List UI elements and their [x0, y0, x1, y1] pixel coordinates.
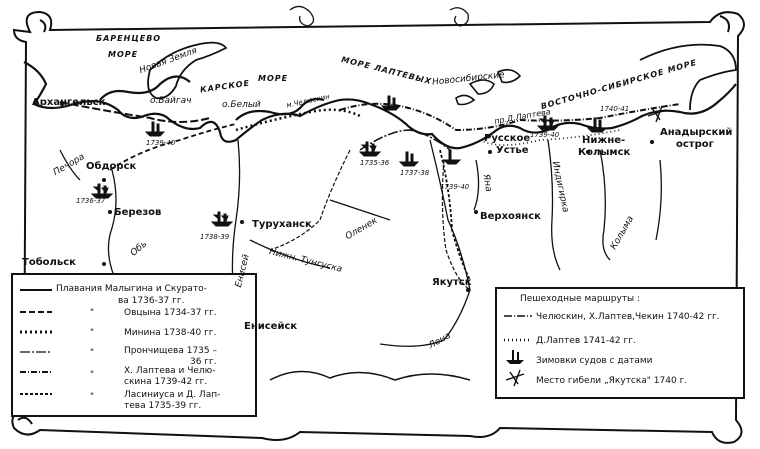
- sea-kara-2: МОРЕ: [258, 74, 289, 83]
- legend-right-title: Пешеходные маршруты :: [520, 294, 641, 304]
- route-pronchishchev: [359, 129, 451, 151]
- legend-left-item-4b: 36 гг.: [190, 357, 217, 367]
- legend-left-item-5b: скина 1739-42 гг.: [124, 377, 208, 387]
- label-nizhne-kolymsk-2: Колымск: [578, 147, 631, 158]
- legend-left-item-6a: Ласиниуса и Д. Лап-: [124, 390, 221, 400]
- label-turukhansk: Туруханск: [252, 219, 312, 230]
- legend-left-item-3: Минина 1738-40 гг.: [124, 328, 217, 338]
- label-yakutsk: Якутск: [432, 277, 472, 288]
- route-lasinius: [439, 149, 471, 281]
- sea-barents-1: БАРЕНЦЕВО: [96, 34, 162, 43]
- novaya-zemlya-shape: [147, 41, 228, 100]
- ship-icon: [358, 141, 382, 157]
- label-tobolsk: Тобольск: [22, 257, 76, 268]
- legend-left-quote: ": [90, 308, 95, 318]
- legend-left-quote: ": [90, 370, 95, 380]
- wintering-date: 1739-40: [530, 131, 560, 139]
- legend-left-box: [11, 273, 257, 417]
- legend-right-item-4: Место гибели „Якутска" 1740 г.: [536, 376, 688, 386]
- ship-icons: [90, 95, 608, 227]
- route-malygin: [59, 101, 211, 123]
- label-eniseysk: Енисейск: [244, 321, 298, 332]
- label-russkoe-ustye-2: Устье: [496, 145, 529, 156]
- label-bely: о.Белый: [222, 100, 261, 110]
- label-anadyrsky-1: Анадырский: [660, 127, 733, 138]
- legend-left-item-1b: ва 1736-37 гг.: [118, 296, 185, 306]
- river-olenek: [329, 199, 391, 221]
- sea-barents-2: МОРЕ: [108, 50, 139, 59]
- wintering-date: 1740-41: [600, 105, 630, 113]
- label-russkoe-ustye-1: Русское: [484, 133, 531, 144]
- river-ob: [107, 169, 117, 277]
- ship-icon: [144, 121, 166, 137]
- wintering-date: 1735-36: [360, 159, 390, 167]
- coastline: [23, 61, 737, 150]
- legend-left-item-6b: тева 1735-39 гг.: [124, 401, 202, 411]
- legend-wreck-icon: [505, 369, 525, 387]
- wintering-date: 1736-37: [76, 197, 106, 205]
- ship-icon: [210, 211, 234, 227]
- chukotka-coast: [639, 43, 737, 111]
- legend-left-item-4a: Прончищева 1735 –: [124, 346, 217, 356]
- label-vaygach: о.Вайгач: [150, 96, 192, 106]
- route-walk-lena: [441, 159, 471, 291]
- cartouche-top: [289, 5, 469, 27]
- legend-right-item-2: Д.Лаптев 1741-42 гг.: [536, 336, 636, 346]
- wintering-date: 1739-40: [440, 183, 470, 191]
- route-walk-olenek: [269, 149, 351, 251]
- river-yana: [473, 159, 480, 211]
- legend-right-box: [495, 287, 745, 399]
- label-nizhne-kolymsk-1: Нижне-: [582, 135, 626, 146]
- label-verkhoyansk: Верхоянск: [480, 211, 541, 222]
- ship-icon: [398, 151, 420, 167]
- river-east: [655, 159, 662, 241]
- river-pechora: [59, 149, 81, 181]
- route-ovtsyn: [109, 123, 237, 171]
- legend-left-item-1a: Плавания Малыгина и Скурато-: [56, 284, 207, 294]
- ship-icon: [536, 115, 560, 131]
- legend-right-item-3: Зимовки судов с датами: [536, 356, 653, 366]
- scroll-frame: [11, 10, 745, 444]
- legend-left-item-2: Овцына 1734-37 гг.: [124, 308, 217, 318]
- legend-left-quote: ": [90, 328, 95, 338]
- wintering-date: 1737-38: [400, 169, 430, 177]
- route-minin: [235, 108, 361, 132]
- label-anadyrsky-2: острог: [676, 139, 714, 150]
- label-berezov: Березов: [114, 207, 162, 218]
- label-arkhangelsk: Архангельск: [32, 97, 106, 108]
- legend-left-item-5a: Х. Лаптева и Челю-: [124, 366, 216, 376]
- river-nizh-tunguska: [249, 239, 331, 269]
- ship-icon: [380, 95, 402, 111]
- river-indigirka: [547, 139, 561, 271]
- legend-left-quote: ": [90, 392, 95, 402]
- legend-left-samples: [20, 289, 52, 395]
- novosibirsk-islands: [455, 68, 522, 106]
- label-obdorsk: Обдорск: [86, 161, 137, 172]
- wreck-icon: [647, 105, 667, 123]
- legend-left-quote: ": [90, 348, 95, 358]
- legend-ship-icon: [506, 350, 524, 364]
- ship-icon: [90, 183, 114, 199]
- wintering-date: 1739-40: [146, 139, 176, 147]
- ship-icon: [586, 117, 608, 133]
- legend-right-item-1: Челюскин, Х.Лаптев,Чекин 1740-42 гг.: [536, 312, 720, 322]
- legend-right-samples: [504, 315, 532, 342]
- river-kolyma: [599, 149, 611, 261]
- ship-icon: [442, 149, 462, 165]
- wintering-date: 1738-39: [200, 233, 230, 241]
